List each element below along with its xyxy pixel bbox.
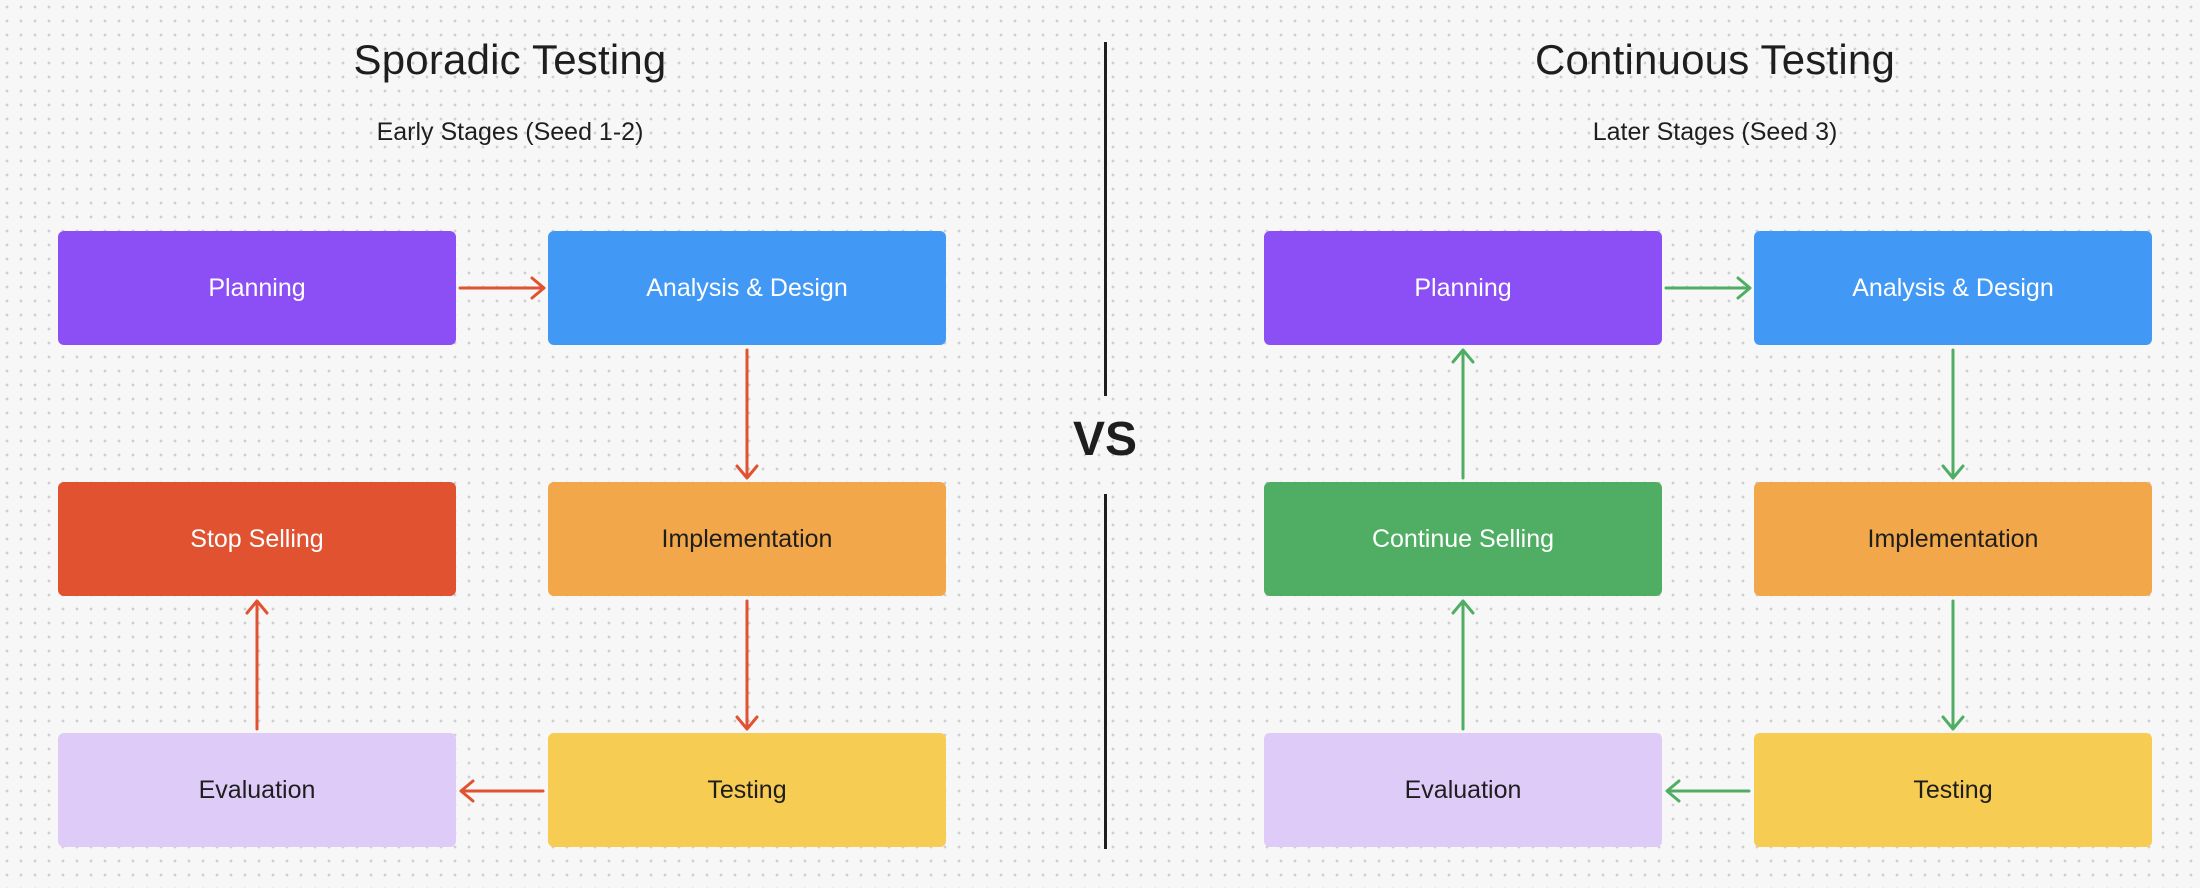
arrow-right-evaluation-to-continue-selling — [1451, 599, 1475, 731]
arrow-left-evaluation-to-stop-selling — [245, 599, 269, 731]
arrow-left-implementation-to-testing — [735, 599, 759, 731]
right-analysis-design-box: Analysis & Design — [1754, 231, 2152, 345]
right-subtitle: Later Stages (Seed 3) — [1592, 118, 1838, 146]
arrow-left-planning-to-analysis — [458, 276, 546, 300]
divider-line-top — [1104, 42, 1107, 396]
right-implementation-box: Implementation — [1754, 482, 2152, 596]
arrow-right-planning-to-analysis — [1664, 276, 1752, 300]
arrow-right-testing-to-evaluation — [1665, 779, 1751, 803]
arrow-left-testing-to-evaluation — [459, 779, 545, 803]
left-evaluation-box: Evaluation — [58, 733, 456, 847]
left-testing-box: Testing — [548, 733, 946, 847]
arrow-right-continue-selling-to-planning — [1451, 348, 1475, 480]
arrow-left-analysis-to-implementation — [735, 348, 759, 480]
right-evaluation-box: Evaluation — [1264, 733, 1662, 847]
right-continue-selling-box: Continue Selling — [1264, 482, 1662, 596]
right-testing-box: Testing — [1754, 733, 2152, 847]
left-subtitle: Early Stages (Seed 1-2) — [376, 118, 644, 146]
vs-label: VS — [1072, 413, 1138, 466]
left-planning-box: Planning — [58, 231, 456, 345]
left-analysis-design-box: Analysis & Design — [548, 231, 946, 345]
right-planning-box: Planning — [1264, 231, 1662, 345]
divider-line-bottom — [1104, 494, 1107, 849]
right-title: Continuous Testing — [1534, 36, 1896, 83]
left-title: Sporadic Testing — [353, 36, 667, 83]
left-implementation-box: Implementation — [548, 482, 946, 596]
arrow-right-analysis-to-implementation — [1941, 348, 1965, 480]
arrow-right-implementation-to-testing — [1941, 599, 1965, 731]
left-stop-selling-box: Stop Selling — [58, 482, 456, 596]
